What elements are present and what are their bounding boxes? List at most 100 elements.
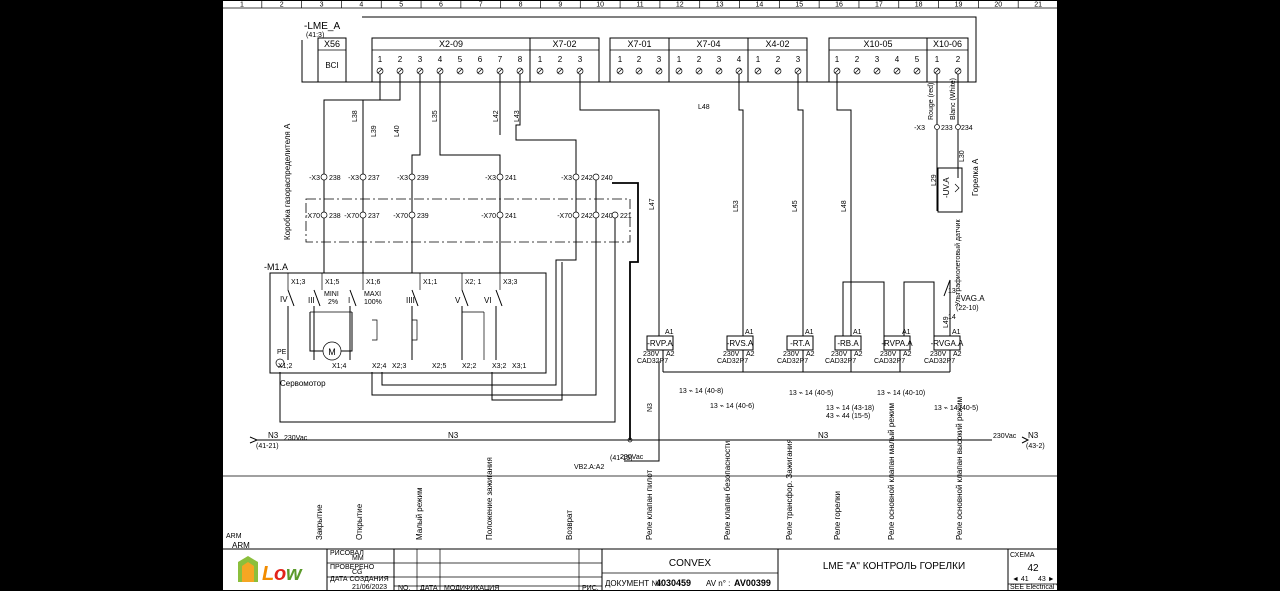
pe-ground-symbol	[275, 358, 285, 368]
wire-label-n3-vert: N3	[647, 403, 654, 412]
column-number: 17	[875, 2, 883, 9]
terminal-pin-screw	[715, 67, 723, 75]
wire-label-l35: L35	[432, 110, 439, 122]
contact-reference: 13 ⌁ 14 (40-5)	[789, 390, 833, 397]
wire-label-l30: L30	[959, 150, 966, 162]
servo-top-terminal: X1;6	[366, 279, 381, 286]
x70-terminal-tag: -X70	[557, 213, 572, 220]
terminal-pin-number: 3	[875, 55, 880, 64]
uv-terminal-233	[934, 124, 940, 130]
wire-vb2	[624, 361, 660, 462]
wire-label-l48: L48	[698, 104, 710, 111]
terminal-pin-screw	[456, 67, 464, 75]
terminal-pin-number: 6	[478, 55, 483, 64]
relay-coil--rvp.a	[646, 335, 674, 351]
servo-switch	[287, 289, 295, 360]
terminal-pin-number: 2	[558, 55, 563, 64]
relay-tag: -RVP.A	[647, 339, 673, 348]
uv-white-label: Blanc (White)	[950, 78, 957, 120]
terminal-pin-number: 2	[956, 55, 961, 64]
terminal-screw-slot	[914, 68, 920, 74]
drawn-by-label: РИСОВАЛ	[330, 550, 364, 557]
n3-right-ref: (43-2)	[1026, 443, 1045, 450]
mini-label: MINI	[324, 291, 339, 298]
terminal-screw-slot	[775, 68, 781, 74]
x70-terminal	[496, 211, 504, 219]
wire-label-l47: L47	[649, 198, 656, 210]
terminal-screw-slot	[377, 68, 383, 74]
terminal-screw-slot	[656, 68, 662, 74]
relay-voltage: 230V	[643, 351, 660, 358]
drawn-by: MM	[352, 555, 364, 562]
terminal-pin-number: 3	[418, 55, 423, 64]
column-number: 10	[596, 2, 604, 9]
relay-coil--rvpa.a	[883, 335, 911, 351]
terminal-pin-number: 8	[518, 55, 523, 64]
servo-bottom-terminal: X2;3	[392, 363, 407, 370]
x70-terminal-tag: -X70	[344, 213, 359, 220]
relay-voltage: 230V	[930, 351, 947, 358]
terminal-screw-slot	[894, 68, 900, 74]
terminal-pin-screw	[853, 67, 861, 75]
terminal-pin-number: 1	[677, 55, 682, 64]
terminal-pin-number: 3	[578, 55, 583, 64]
terminal-pin-number: 1	[618, 55, 623, 64]
relay-a2: A2	[666, 351, 675, 358]
maxi-pct: 100%	[364, 299, 382, 306]
company-logo: L o w	[234, 552, 314, 588]
contact-reference: 13 ⌁ 14 (40-5)	[934, 405, 978, 412]
column-number: 6	[439, 2, 443, 9]
terminal-group-label: X10-06	[933, 39, 962, 49]
column-number: 3	[320, 2, 324, 9]
svg-text:L: L	[262, 563, 274, 585]
column-number: 7	[479, 2, 483, 9]
cam-lines-2	[462, 311, 485, 360]
x3-terminal-tag: -X3	[397, 175, 408, 182]
terminal-pin-screw	[635, 67, 643, 75]
wire-x70-221	[279, 218, 616, 423]
servo-top-terminal: X1;3	[291, 279, 306, 286]
function-label: Открытие	[355, 503, 364, 540]
x70-terminal-tag: -X70	[305, 213, 320, 220]
vag-contact-13: 13	[948, 288, 956, 295]
wire-l53	[738, 74, 744, 336]
terminal-block-x56	[317, 37, 347, 83]
terminal-pin-number: 3	[717, 55, 722, 64]
terminal-pin-screw	[675, 67, 683, 75]
x3-terminal-tag: -X3	[561, 175, 572, 182]
servo-bottom-terminal: X2;4	[372, 363, 387, 370]
wire-label-l38: L38	[352, 110, 359, 122]
x3-terminal-tag: -X3	[348, 175, 359, 182]
relay-tag: -RVPA.A	[881, 339, 913, 348]
servo-switch	[461, 289, 469, 360]
x3-terminal-number: 237	[368, 175, 380, 182]
terminal-block-x10-06	[926, 37, 969, 83]
servo-bottom-terminal: X3;2	[492, 363, 507, 370]
terminal-pin-screw	[536, 67, 544, 75]
n3-mid-label: N3	[448, 431, 459, 440]
terminal-pin-number: 2	[855, 55, 860, 64]
terminal-pin-screw	[913, 67, 921, 75]
relay-coil--rvga.a	[933, 335, 961, 351]
doc-label: ДОКУМЕНТ №:	[605, 579, 662, 588]
arm-label: ARM	[232, 541, 250, 550]
uv-x3-tag: -X3	[914, 125, 925, 132]
av-number: AV00399	[734, 578, 771, 588]
column-number: 16	[835, 2, 843, 9]
wire-l35	[439, 74, 501, 174]
vb2-voltage: 230Vac	[620, 454, 644, 461]
contact-reference: 13 ⌁ 14 (40-8)	[679, 388, 723, 395]
servo-bottom-terminal: X2;5	[432, 363, 447, 370]
terminal-pin-number: 1	[378, 55, 383, 64]
terminal-screw-slot	[437, 68, 443, 74]
terminal-pin-number: 4	[895, 55, 900, 64]
terminal-pin-screw	[655, 67, 663, 75]
prev-sheet: ◄ 41	[1012, 576, 1029, 583]
column-number: 4	[359, 2, 363, 9]
terminal-pin-screw	[695, 67, 703, 75]
wire-label-l42: L42	[493, 110, 500, 122]
x70-terminal	[572, 211, 580, 219]
relay-a1: A1	[745, 329, 754, 336]
uv-terminal-234	[955, 124, 961, 130]
